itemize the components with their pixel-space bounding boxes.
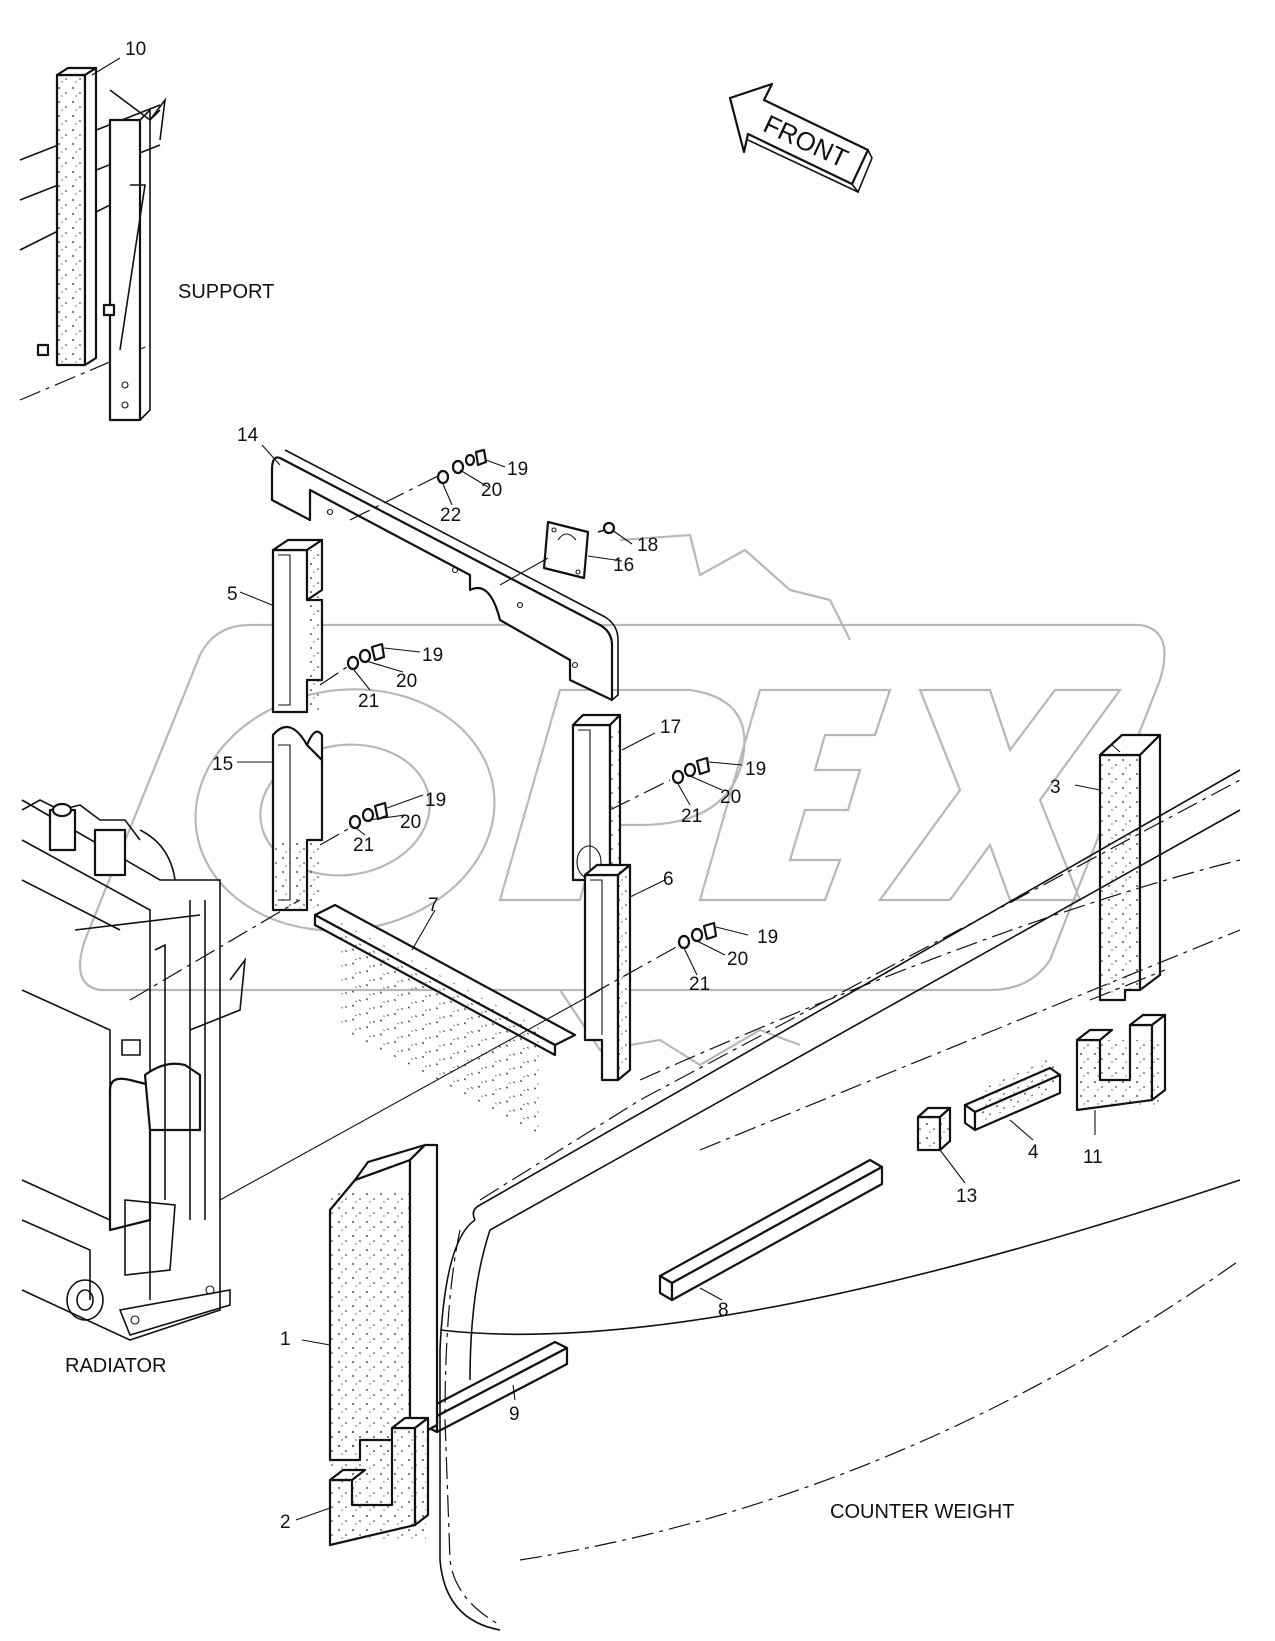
- part-16-plate: [542, 520, 590, 580]
- callout-11: 11: [1083, 1147, 1103, 1168]
- callout-19-c: 19: [425, 790, 446, 811]
- part-4-foam-bar: [963, 1055, 1062, 1132]
- part-17-foam-block: [571, 713, 622, 882]
- counter-weight-outline: [439, 769, 1241, 1631]
- part-6-foam-upright: [583, 863, 632, 1082]
- callout-15: 15: [212, 754, 233, 775]
- radiator-assembly: [21, 799, 247, 1341]
- fastener-set-d: [671, 756, 711, 785]
- callout-4: 4: [1028, 1142, 1039, 1163]
- alignment-lines: [129, 474, 1166, 1201]
- part-5-foam-bracket: [271, 538, 324, 714]
- part-18-screw: [597, 521, 616, 535]
- part-1-foam-panel: [328, 1143, 439, 1462]
- callout-22: 22: [440, 505, 461, 526]
- part-10-upright-foam: [55, 66, 98, 367]
- callout-19-a: 19: [507, 459, 528, 480]
- fastener-set-b: [346, 642, 386, 671]
- callout-9: 9: [509, 1404, 520, 1425]
- callout-3: 3: [1050, 777, 1061, 798]
- callout-5: 5: [227, 584, 238, 605]
- fastener-set-e: [677, 921, 718, 950]
- callout-8: 8: [718, 1300, 729, 1321]
- callout-13: 13: [956, 1186, 977, 1207]
- callout-20-a: 20: [481, 480, 502, 501]
- callout-20-c: 20: [400, 812, 421, 833]
- label-support: SUPPORT: [178, 281, 274, 303]
- callout-1: 1: [280, 1329, 291, 1350]
- front-label: FRONT: [759, 109, 853, 174]
- callout-20-e: 20: [727, 949, 748, 970]
- callout-16: 16: [613, 555, 634, 576]
- label-counter-weight: COUNTER WEIGHT: [830, 1501, 1014, 1523]
- callout-7: 7: [428, 895, 439, 916]
- part-2-u-block: [328, 1416, 430, 1547]
- callout-20-d: 20: [720, 787, 741, 808]
- callout-19-d: 19: [745, 759, 766, 780]
- part-15-foam-bracket: [271, 725, 324, 912]
- part-3-foam-upright: [1098, 733, 1162, 1002]
- callout-21-d: 21: [681, 806, 702, 827]
- callout-21-e: 21: [689, 974, 710, 995]
- callout-2: 2: [280, 1512, 291, 1533]
- callout-20-b: 20: [396, 671, 417, 692]
- callout-18: 18: [637, 535, 658, 556]
- callout-21-c: 21: [353, 835, 374, 856]
- part-11-u-block: [1075, 1013, 1167, 1112]
- part-14-top-cover-plate: [270, 449, 619, 702]
- fastener-set-a: [436, 448, 488, 485]
- part-7-foam-plank: [313, 903, 577, 1138]
- front-direction-arrow: FRONT: [728, 82, 873, 194]
- callout-19-e: 19: [757, 927, 778, 948]
- fastener-set-c: [348, 801, 389, 830]
- callout-21-b: 21: [358, 691, 379, 712]
- label-radiator: RADIATOR: [65, 1355, 167, 1377]
- callout-17: 17: [660, 717, 681, 738]
- part-8-foam-bar: [658, 1158, 884, 1302]
- callout-leaders: [91, 57, 1101, 1521]
- callout-10: 10: [125, 39, 146, 60]
- callout-14: 14: [237, 425, 259, 446]
- callout-19-b: 19: [422, 645, 443, 666]
- callout-6: 6: [663, 869, 674, 890]
- part-13-foam-cube: [916, 1106, 952, 1152]
